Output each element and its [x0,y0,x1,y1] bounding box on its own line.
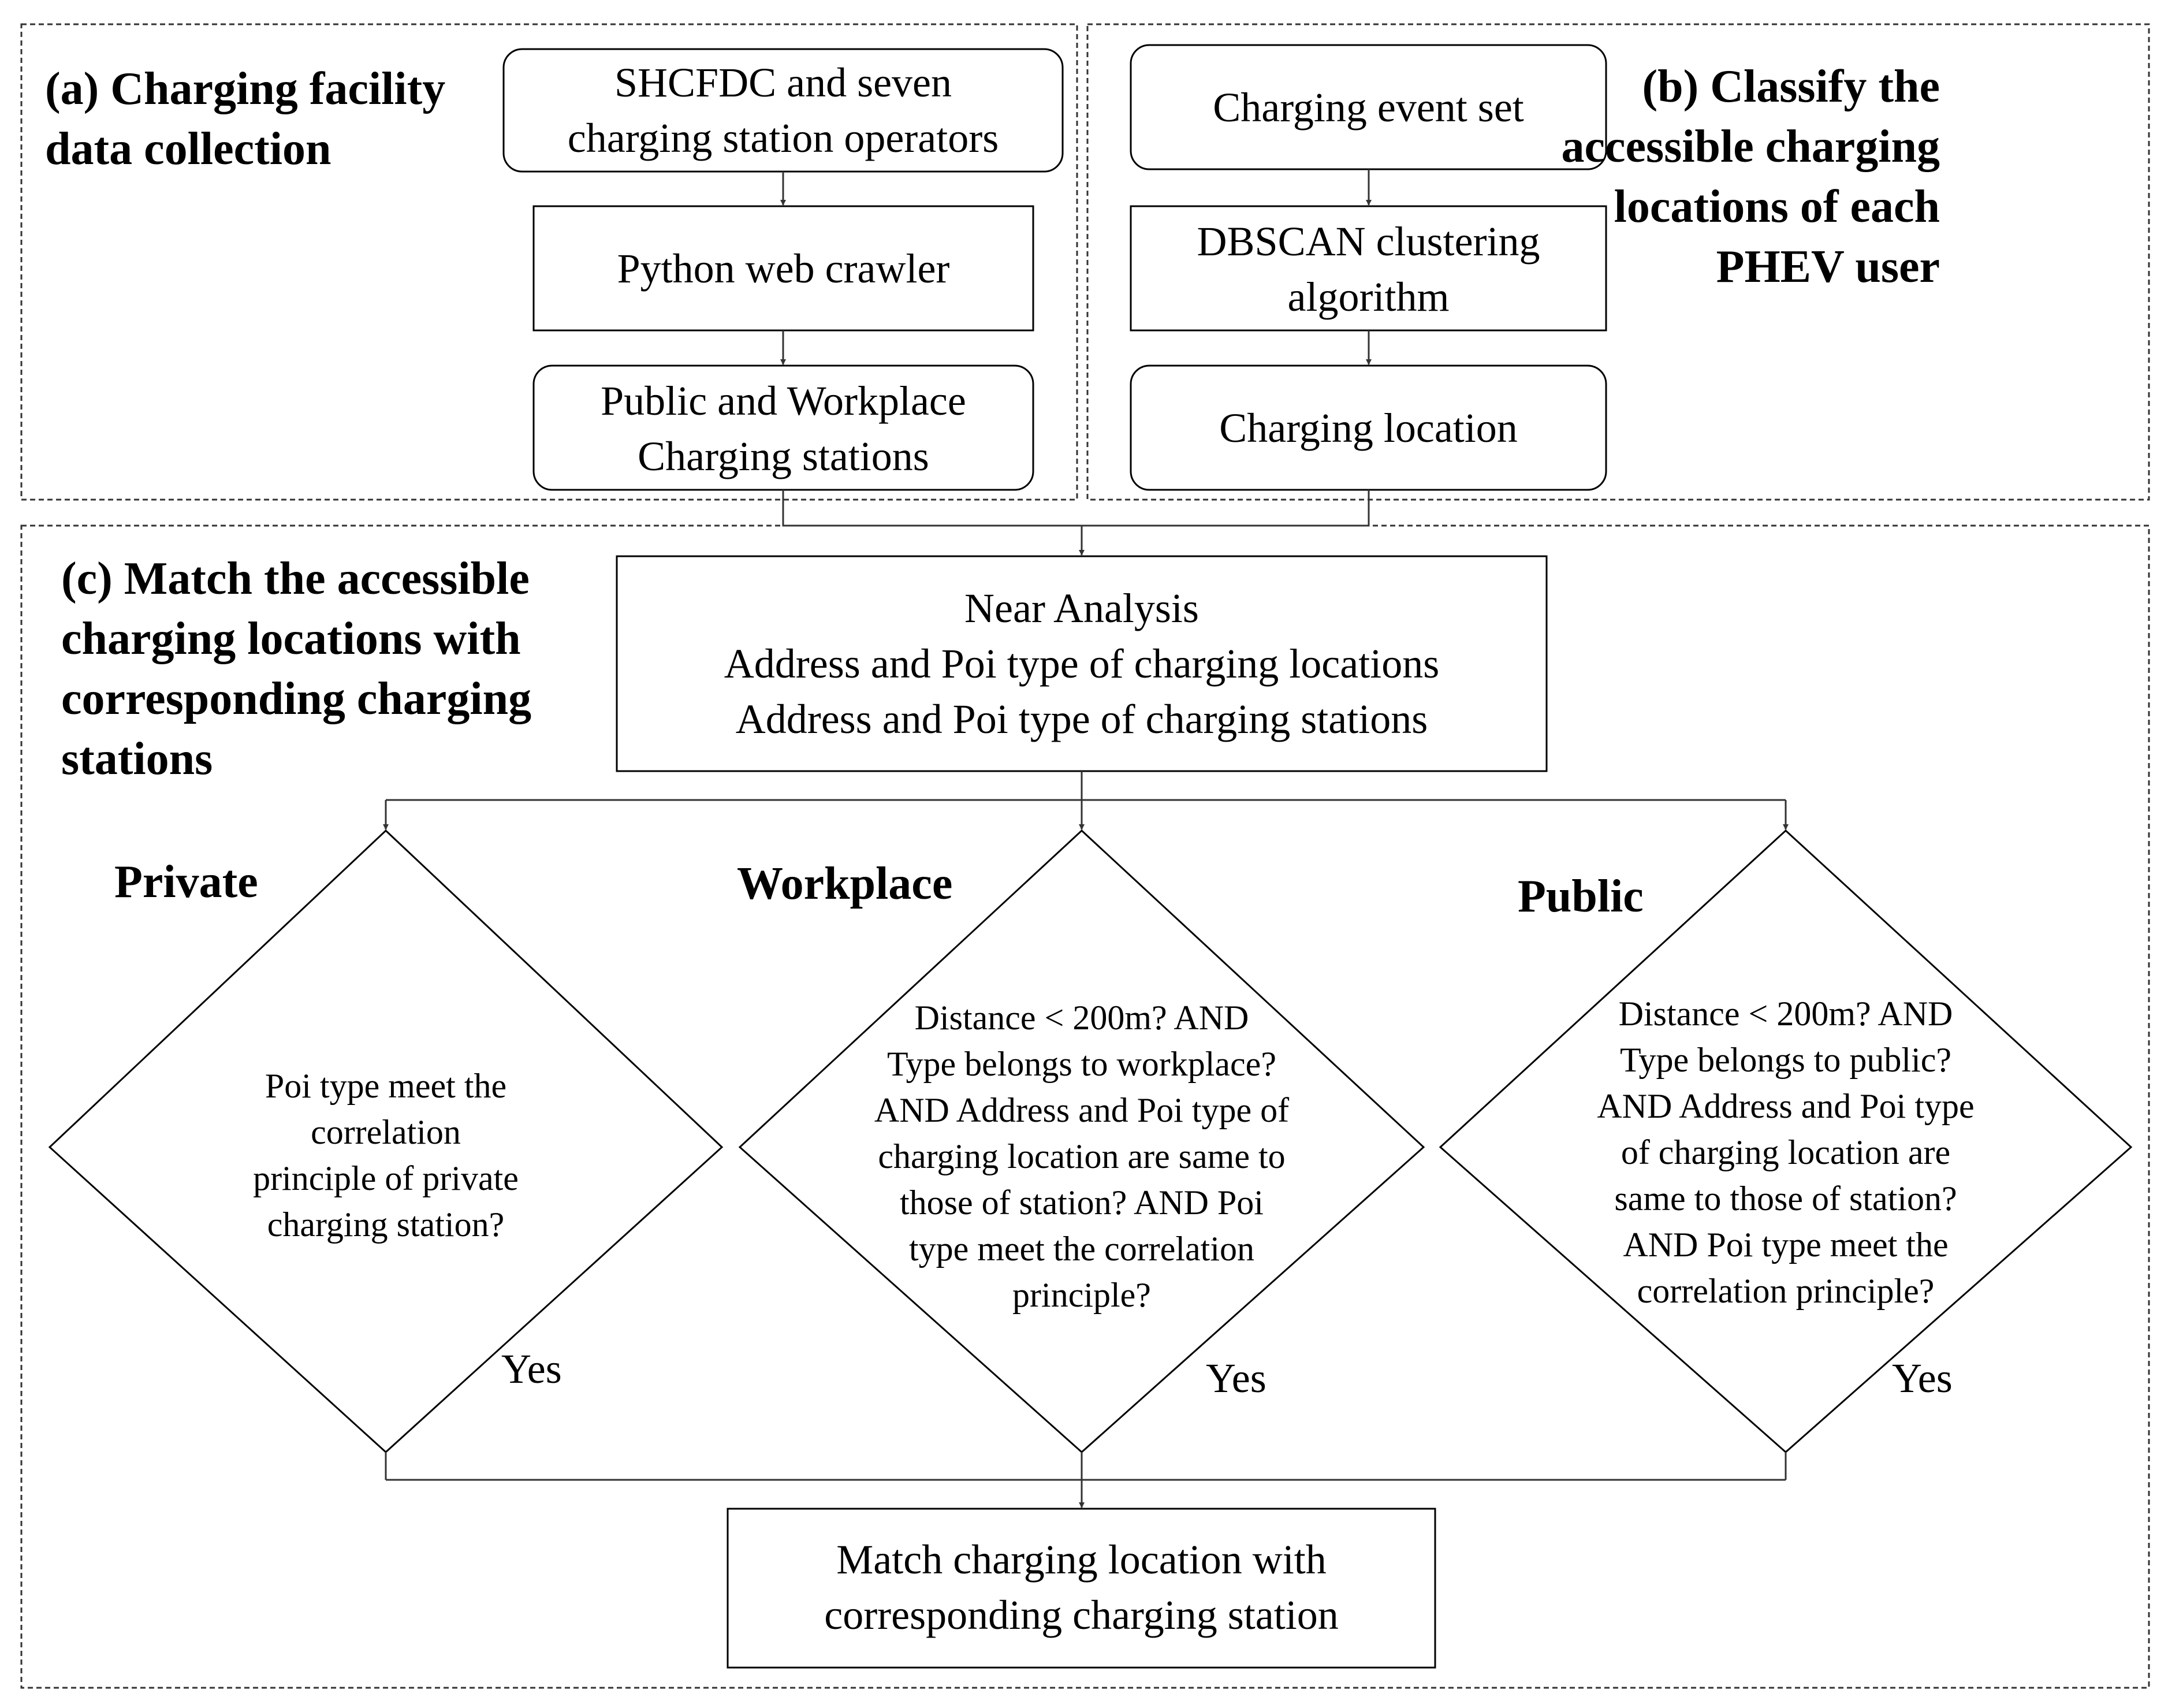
charging-location-text: Charging location [1219,405,1518,451]
dbscan-box [1130,205,1607,332]
match-result-box [727,1508,1436,1669]
charging-event-set-text: Charging event set [1213,84,1524,131]
public-yes-label: Yes [1892,1355,1953,1401]
near-analysis-box [616,555,1548,772]
charging-stations-text: Public and Workplace Charging stations [601,378,966,479]
section-c-heading: (c) Match the accessible charging locati… [61,553,532,784]
section-a-heading: (a) Charging facility data collection [45,64,446,174]
private-label: Private [114,857,258,907]
public-condition-text: Distance < 200m? AND Type belongs to pub… [1597,995,1975,1310]
web-crawler-box [532,205,1034,332]
private-condition-text: Poi type meet the correlation principle … [253,1067,519,1244]
section-c-frame [20,524,2150,1689]
workplace-yes-label: Yes [1206,1355,1266,1401]
near-analysis-text: Near Analysis Address and Poi type of ch… [724,585,1440,742]
workplace-condition-text: Distance < 200m? AND Type belongs to wor… [874,999,1290,1314]
workplace-label: Workplace [737,858,953,909]
private-yes-label: Yes [501,1346,562,1392]
connector-a-b-merge [782,490,1370,527]
section-b-frame [1086,23,2150,501]
public-label: Public [1518,871,1644,922]
web-crawler-text: Python web crawler [617,245,950,292]
data-source-text: SHCFDC and seven charging station operat… [567,59,999,161]
match-result-text: Match charging location with correspondi… [824,1536,1339,1638]
section-b-heading: (b) Classify the accessible charging loc… [1561,61,1940,292]
dbscan-text: DBSCAN clustering algorithm [1197,218,1540,320]
section-a-frame [20,23,1078,501]
